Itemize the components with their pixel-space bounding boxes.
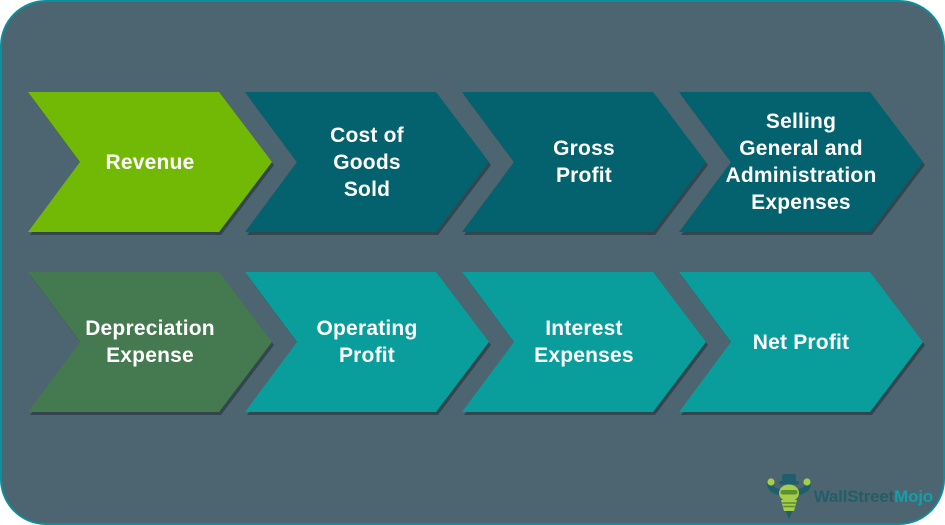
chevron-cost-of-goods-sold: Cost of Goods Sold [245, 92, 489, 232]
chevron-shape: Revenue [28, 92, 272, 232]
chevron-label: Selling General and Administration Expen… [725, 110, 877, 214]
chevron-shape: Interest Expenses [462, 272, 706, 412]
logo-wordmark-accent: Mojo [894, 486, 933, 506]
logo-wordmark-primary: WallStreet [813, 486, 895, 506]
chevron-label: Cost of Goods Sold [330, 123, 404, 201]
logo-wordmark: WallStreetMojo [813, 486, 934, 507]
chevron-shape: Depreciation Expense [28, 272, 272, 412]
chevron-label: Gross Profit [553, 137, 615, 187]
chevron-label: Interest Expenses [534, 317, 634, 367]
chevron-gross-profit: Gross Profit [462, 92, 706, 232]
chevron-shape: Net Profit [679, 272, 923, 412]
owl-mascot-icon [766, 474, 811, 519]
chevron-depreciation-expense: Depreciation Expense [28, 272, 272, 412]
chevron-interest-expenses: Interest Expenses [462, 272, 706, 412]
chevron-shape: Selling General and Administration Expen… [679, 92, 923, 232]
chevron-label: Operating Profit [316, 317, 418, 367]
chevron-shape: Cost of Goods Sold [245, 92, 489, 232]
chevron-net-profit: Net Profit [679, 272, 923, 412]
chevron-selling-general-administration-expenses: Selling General and Administration Expen… [679, 92, 923, 232]
chevron-shape: Operating Profit [245, 272, 489, 412]
chevron-label: Revenue [105, 150, 195, 174]
chevron-label: Depreciation Expense [85, 317, 215, 367]
chevron-shape: Gross Profit [462, 92, 706, 232]
wallstreetmojo-logo: WallStreetMojo [766, 473, 934, 520]
chevron-label: Net Profit [752, 330, 850, 354]
chevron-revenue: Revenue [28, 92, 272, 232]
chevron-operating-profit: Operating Profit [245, 272, 489, 412]
